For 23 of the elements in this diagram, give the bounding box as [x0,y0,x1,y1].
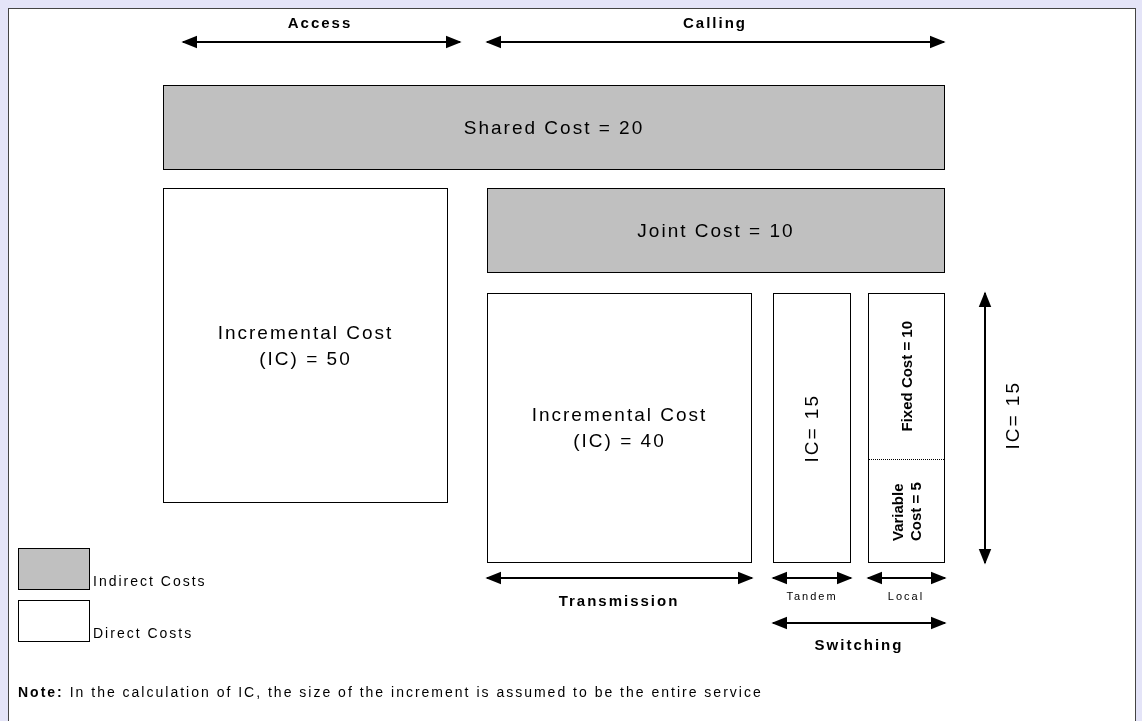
cost-text: Variable Cost = 5 [888,481,925,543]
note-text: Note: In the calculation of IC, the size of the increment is assumed to be the entire service [18,684,763,700]
cost-text: Joint Cost = 10 [637,218,795,243]
cost-block [487,188,945,273]
cost-text: Shared Cost = 20 [463,115,645,140]
cost-block [868,293,945,563]
cost-text: IC= 15 [800,393,824,463]
span-label: Local [887,590,925,602]
cost-text: Fixed Cost = 10 [897,321,916,432]
cost-block [773,293,851,563]
cost-block [487,293,752,563]
span-label: Tandem [786,590,838,602]
dimension-label: IC= 15 [1002,380,1024,450]
span-label: Calling [683,14,747,31]
cost-text: Incremental Cost (IC) = 50 [216,320,395,371]
span-label: Switching [814,636,904,653]
cost-text: Incremental Cost (IC) = 40 [530,403,709,453]
legend-label: Indirect Costs [93,573,207,589]
cost-block [163,85,945,170]
cost-block [163,188,448,503]
span-label: Transmission [558,592,680,609]
span-label: Access [287,14,353,31]
legend-label: Direct Costs [93,625,194,641]
